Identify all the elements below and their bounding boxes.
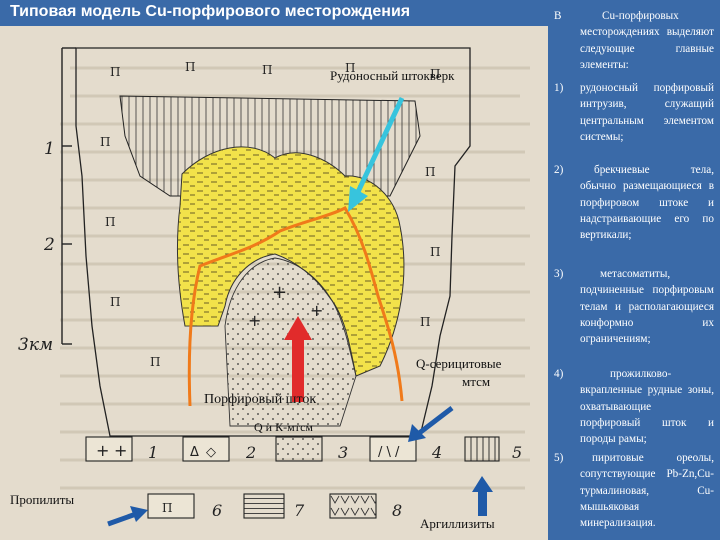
svg-text:П: П [262,63,272,77]
item-3-number: 3) [554,268,564,280]
svg-text:П: П [345,61,355,75]
legend-num-3: 3 [338,443,348,462]
svg-text:+: + [310,301,323,320]
item-4-number: 4) [554,368,564,380]
stock-arrow [284,316,312,402]
legend-num-7: 7 [294,501,305,520]
svg-text:+: + [114,441,127,460]
svg-text:◇: ◇ [206,445,216,460]
label-porphyry-stock: Порфировый шток [204,392,317,407]
label-argillizites: Аргиллизиты [420,516,495,531]
svg-text:П: П [100,135,110,149]
item-2-number: 2) [554,164,564,176]
svg-text:/ \ /: / \ / [378,445,400,460]
svg-text:П: П [185,60,195,74]
legend-num-5: 5 [512,443,522,462]
depth-scale [61,47,76,345]
item-5-number: 5) [554,452,564,464]
label-propylites: Пропилиты [10,492,75,507]
diagram-panel: + + + П П П П П П П П П П П П + + Δ ◇ / \ / П [0,26,548,540]
item-5-text: пиритовые ореолы, сопутствующие Pb-Zn,Cu… [580,452,714,530]
label-q-sericite: Q-серицитовые [416,356,502,371]
label-q-k: Q и К-мтсм [254,420,313,434]
legend-num-2: 2 [245,443,256,462]
item-1-number: 1) [554,82,564,94]
label-q-sericite-2: мтсм [462,374,491,389]
item-2-text: брекчиевые тела, обычно размещающиеся в … [580,164,714,242]
svg-text:П: П [110,295,120,309]
q-sericite-arrow [408,406,454,442]
svg-text:П: П [425,165,435,179]
deposit-cross-section: + + + П П П П П П П П П П П П + + Δ ◇ / \ / П [18,47,530,527]
scale-label-3: 3км [18,335,53,355]
svg-text:П: П [105,215,115,229]
svg-text:+: + [248,311,261,330]
argillizite-arrow [472,476,493,516]
sidebar-intro-letter: В [554,10,562,22]
svg-text:П: П [110,65,120,79]
item-4-text: прожилково-вкрапленные рудные зоны, охва… [580,368,714,446]
sidebar-intro: Cu-порфировых месторождениях выделяют сл… [580,10,714,71]
svg-text:П: П [162,501,172,515]
legend-num-8: 8 [392,501,402,520]
propylite-arrow [107,506,148,527]
slide-title: Типовая модель Cu-порфирового месторожде… [10,3,411,20]
legend-num-1: 1 [148,443,158,462]
item-3-text: метасоматиты, подчиненные порфировым тел… [580,268,714,346]
svg-text:П: П [420,315,430,329]
legend-num-6: 6 [212,501,222,520]
stockwork-arrow [348,96,405,212]
label-ore-stockwork: Рудоносный штокверк [330,68,455,83]
ore-boundary-line [187,206,404,407]
svg-text:+: + [272,282,287,303]
legend-num-4: 4 [431,443,442,462]
svg-text:П: П [430,245,440,259]
svg-text:П: П [430,67,440,81]
svg-text:+: + [96,441,109,460]
scale-label-2: 2 [43,235,55,255]
item-1-text: рудоносный порфировый интрузив, служащий… [580,82,714,143]
svg-text:Δ: Δ [190,445,199,460]
scale-label-1: 1 [44,139,55,159]
sidebar-text: В Cu-порфировых месторождениях выделяют … [550,0,720,540]
legend [85,436,500,519]
svg-text:П: П [150,355,160,369]
